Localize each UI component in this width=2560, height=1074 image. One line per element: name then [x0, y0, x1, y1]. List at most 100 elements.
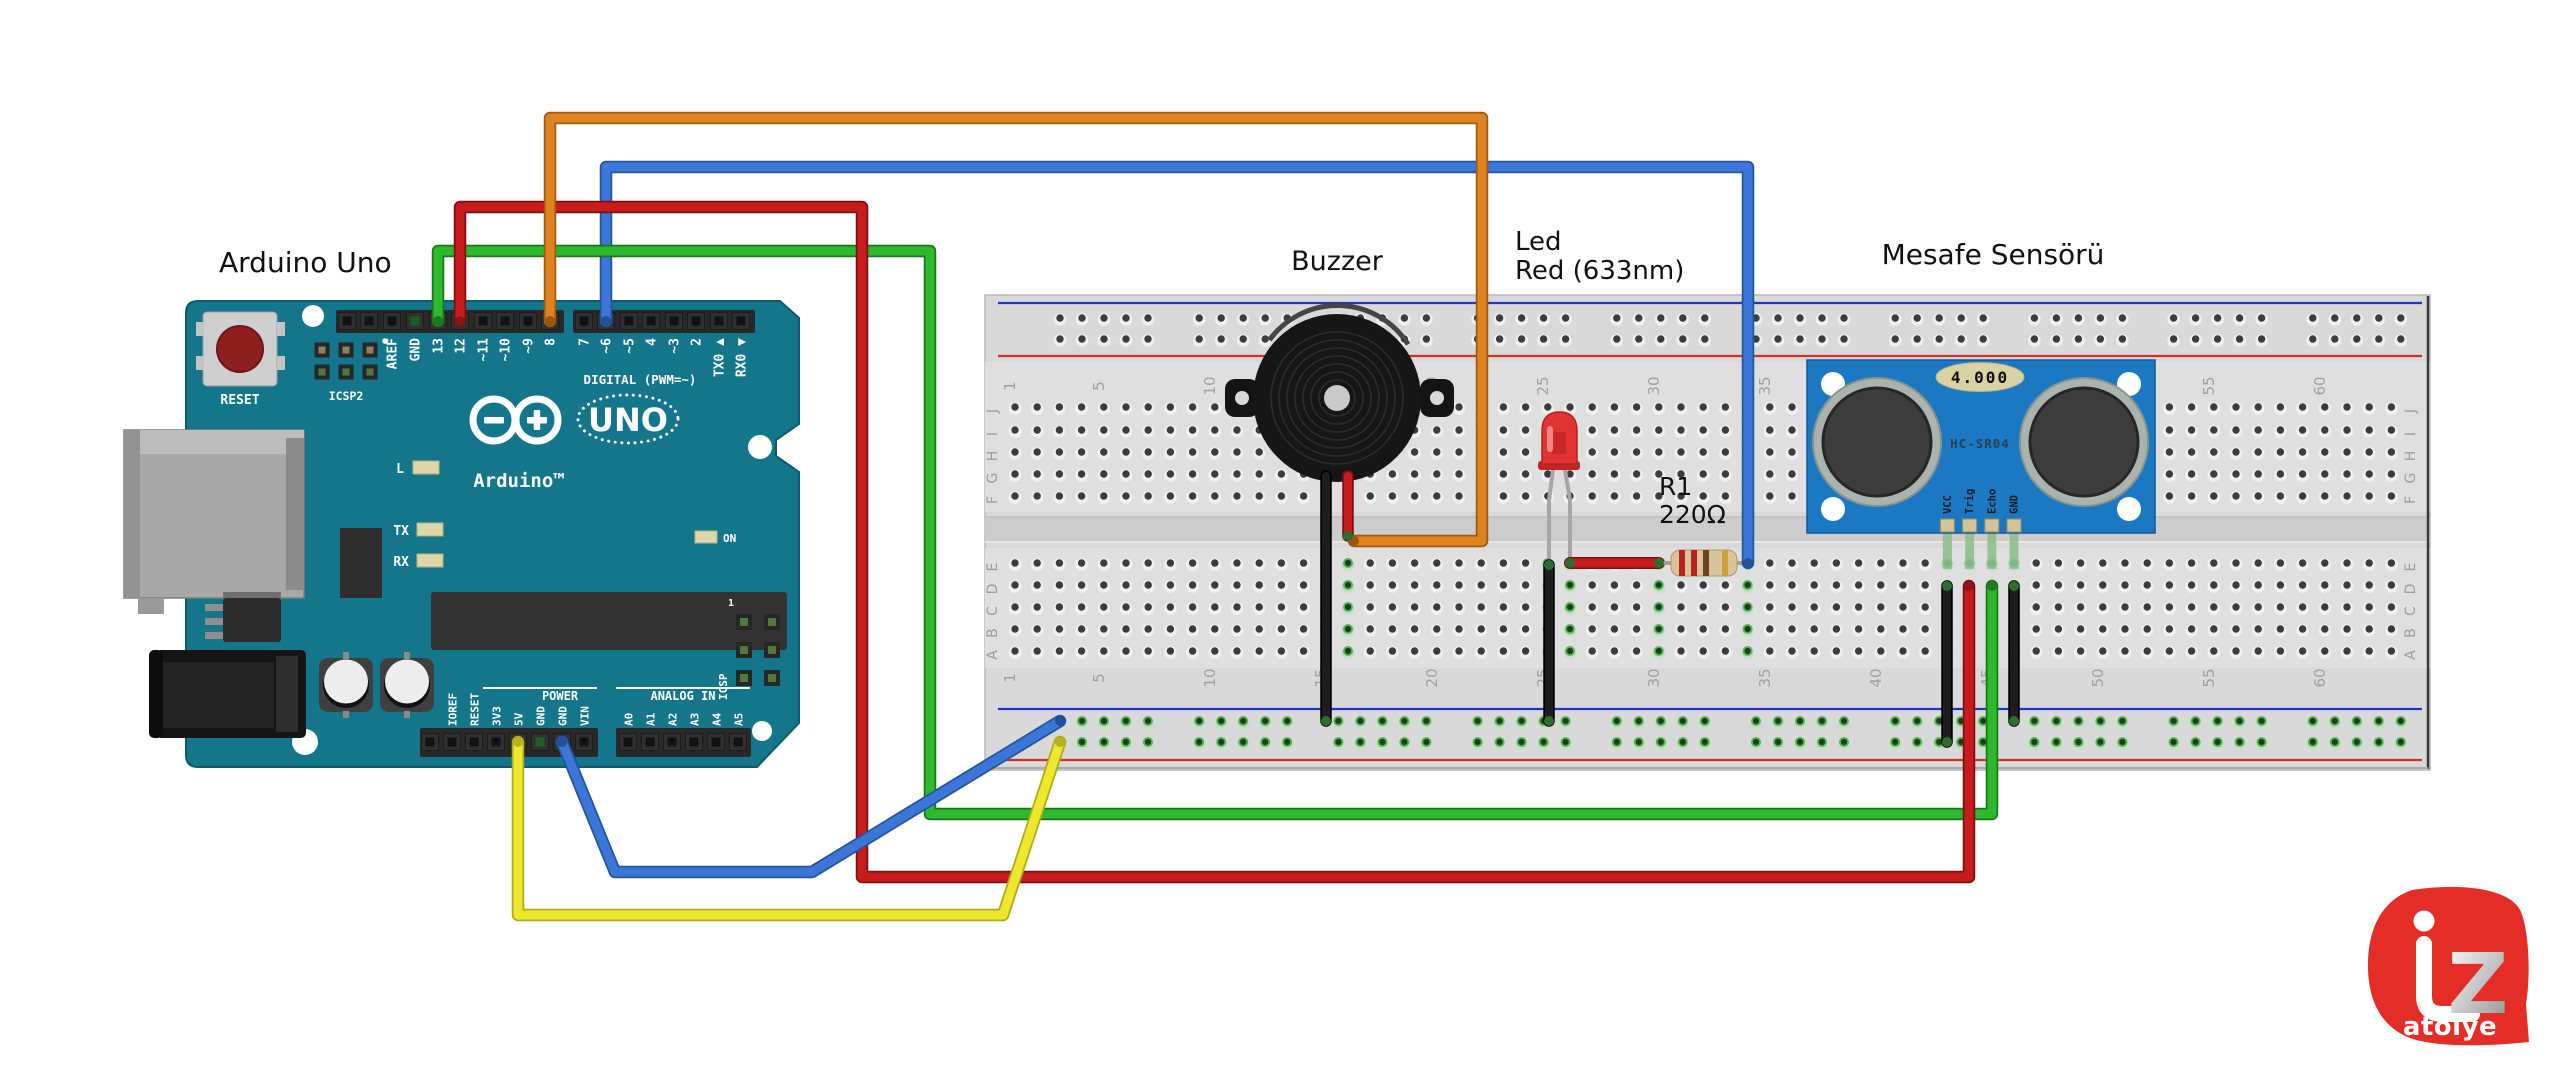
- text-label: A4: [711, 712, 724, 726]
- text-label: 8: [544, 338, 559, 346]
- text-label: J: [2403, 409, 2419, 414]
- text-label: 60: [2311, 668, 2329, 687]
- text-label: TX0 ▲: [713, 338, 728, 377]
- text-label: L: [396, 462, 404, 477]
- text-label: AREF: [386, 338, 401, 369]
- text-label: VIN: [579, 706, 592, 726]
- wire-green-pin13-echo[interactable]: [431, 244, 1999, 821]
- logo-i-dot: [2413, 910, 2435, 932]
- wire-connection-dot: [601, 316, 611, 326]
- text-label: J: [985, 409, 1001, 414]
- text-label: TX: [393, 524, 409, 539]
- wire-connection-dot: [1964, 581, 1974, 591]
- text-label: 7: [578, 338, 593, 346]
- wire-red-pin12-trig[interactable]: [453, 200, 1976, 884]
- text-label: RESET: [220, 393, 259, 408]
- capacitor: [380, 652, 434, 718]
- text-label: 30: [1645, 668, 1663, 687]
- text-label: GND: [557, 706, 570, 726]
- text-label: 4: [645, 338, 660, 346]
- wire-connection-dot: [2009, 581, 2019, 591]
- text-label: ICSP2: [329, 389, 364, 403]
- text-label: 5: [1090, 381, 1108, 391]
- arduino-logo-icon: [469, 395, 562, 445]
- text-label: A5: [733, 713, 746, 726]
- icsp2-header[interactable]: [314, 338, 388, 380]
- text-label: ~3: [668, 338, 683, 354]
- wire-connection-dot: [2009, 716, 2019, 726]
- text-label: 2: [690, 338, 705, 346]
- text-label: ~9: [522, 338, 537, 354]
- text-label: A: [985, 650, 1001, 660]
- text-label: IOREF: [447, 693, 460, 726]
- wire-connection-dot: [433, 316, 443, 326]
- text-label: G: [2403, 473, 2419, 484]
- text-label: Arduino™: [473, 470, 565, 492]
- wire-blue-gnd-rail[interactable]: [555, 714, 1067, 879]
- text-label: RX: [393, 555, 409, 570]
- text-label: 25: [1534, 376, 1552, 395]
- led-red[interactable]: [1538, 411, 1580, 563]
- text-label: B: [985, 628, 1001, 638]
- reset-button[interactable]: [196, 311, 285, 387]
- wire-connection-dot: [1654, 558, 1664, 568]
- text-label: 1: [728, 598, 734, 609]
- power-analog-headers[interactable]: [420, 728, 751, 757]
- text-label: ANALOG IN: [650, 689, 715, 703]
- text-label: Echo: [1986, 489, 1998, 514]
- wire-connection-dot: [1055, 716, 1065, 726]
- wire-connection-dot: [1987, 581, 1997, 591]
- text-label: A0: [623, 713, 636, 726]
- wire-yellow-5v-rail[interactable]: [511, 735, 1067, 922]
- text-label: F: [985, 496, 1001, 504]
- wire-connection-dot: [513, 737, 523, 747]
- text-label: 4.000: [1951, 368, 2009, 387]
- wire-blue-pin6-resistor[interactable]: [599, 160, 1755, 570]
- text-label: H: [985, 451, 1001, 462]
- voltage-regulator: [205, 592, 281, 642]
- text-label: F: [2403, 496, 2419, 504]
- text-label: ~6: [600, 338, 615, 354]
- wire-connection-dot: [1321, 716, 1331, 726]
- text-label: 50: [2089, 668, 2107, 687]
- wire-connection-dot: [1743, 558, 1753, 568]
- resistor-value-label: 220Ω: [1659, 500, 1726, 529]
- text-label: E: [985, 563, 1001, 572]
- text-label: 20: [1423, 668, 1441, 687]
- buzzer[interactable]: [1225, 296, 1454, 482]
- text-label: VCC: [1942, 495, 1954, 514]
- text-label: UNO: [588, 401, 668, 439]
- text-label: ~5: [623, 338, 638, 354]
- text-label: GND: [2009, 495, 2021, 514]
- text-label: ICSP: [717, 673, 730, 700]
- text-label: 1: [1001, 673, 1019, 683]
- text-label: I: [2403, 432, 2419, 436]
- capacitor: [319, 652, 373, 718]
- text-label: 1: [1001, 381, 1019, 391]
- arduino-uno-label: Arduino Uno: [219, 246, 392, 279]
- icsp-header[interactable]: [736, 614, 780, 686]
- logo-i-shape: [2416, 936, 2480, 1022]
- resistor-220[interactable]: [1659, 549, 1748, 577]
- wire-connection-dot: [1544, 560, 1554, 570]
- text-label: B: [2403, 628, 2419, 638]
- text-label: ~11: [477, 338, 492, 362]
- text-label: G: [985, 473, 1001, 484]
- text-label: GND: [535, 706, 548, 726]
- logo-blob: [2368, 886, 2529, 1046]
- wire-orange-pin8-buzzer[interactable]: [543, 111, 1489, 548]
- text-label: DIGITAL (PWM=~): [584, 372, 697, 387]
- text-label: GND: [409, 338, 424, 362]
- power-jack: [149, 650, 306, 738]
- text-label: E: [2403, 563, 2419, 572]
- breadboard[interactable]: JJIIHHGGFFEEDDCCBBAA11551010151520202525…: [984, 294, 2431, 771]
- text-label: 3V3: [491, 706, 504, 726]
- text-label: A3: [689, 713, 702, 726]
- text-label: 35: [1756, 668, 1774, 687]
- wire-connection-dot: [1942, 737, 1952, 747]
- text-label: 35: [1756, 376, 1774, 395]
